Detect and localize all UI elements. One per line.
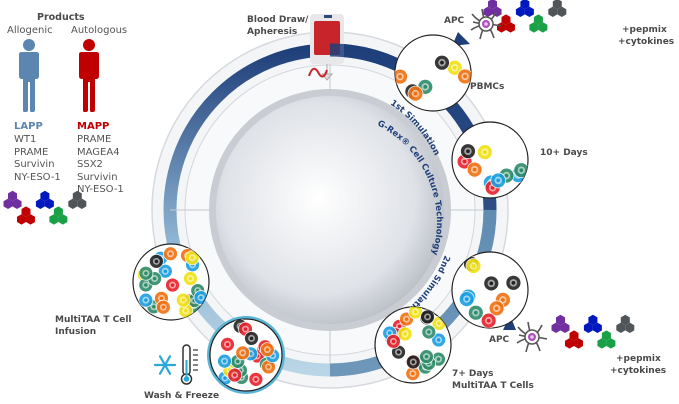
apc-label-top: APC [444,16,465,26]
infusion-label-line2: Infusion [55,327,97,337]
infusion-cluster [132,243,210,321]
multitaa-t-cells-label: MultiTAA T Cells [452,381,534,391]
peptide-hex [44,198,54,209]
peptide-hex [556,314,565,326]
apc-additives-top-1: +pepmix [622,25,667,35]
peptide-hex [17,214,26,225]
peptide-hex [26,214,35,225]
peptide-pool-icon [483,0,567,33]
peptide-hex [560,322,570,333]
antigen-item: MAGEA4 [77,146,120,158]
peptide-hex [557,6,567,17]
antigen-item: SSX2 [77,159,103,170]
products-title: Products [37,12,85,23]
apc-additives-top-2: +cytokines [618,37,675,47]
peptide-hex [483,6,493,17]
peptide-hex [72,190,82,202]
peptide-hex [606,338,616,349]
peptide-hex [53,206,63,217]
peptide-hex [8,190,17,202]
peptide-hex [583,322,593,333]
antigen-item: PRAME [77,134,112,145]
pbmcs-label: PBMCs [470,82,505,92]
peptide-hex [597,338,607,349]
peptide-hex [533,14,543,25]
antigen-item: Survivin [14,159,55,170]
peptide-hex [506,22,515,33]
seven-days-label: 7+ Days [452,369,494,379]
peptide-hex [551,322,561,333]
snowflake-icon [153,355,177,375]
antigen-item: PRAME [14,146,49,158]
second-stim-cluster [451,251,529,329]
peptide-hex [77,198,87,209]
peptide-hex [12,198,22,209]
peptide-hex [552,0,562,10]
apc-label-bottom: APC [489,335,510,345]
antigen-item: NY-ESO-1 [77,184,124,195]
blood-draw-label: Blood Draw/ Apheresis [247,15,309,37]
peptide-hex [497,22,506,33]
seven-days-cluster [374,306,452,384]
peptide-hex [574,338,583,349]
peptide-pool-icon [551,314,635,349]
peptide-hex [569,330,579,341]
peptide-hex [58,214,68,225]
antigen-item: NY-ESO-1 [14,171,61,183]
peptide-hex [488,0,497,10]
peptide-hex [620,314,630,326]
peptide-hex [625,322,635,333]
peptide-hex [3,198,13,209]
g-rex-vessel [216,96,444,324]
apc-additives-bottom-1: +pepmix [616,354,661,364]
peptide-hex [501,14,511,25]
peptide-hex [68,198,78,209]
allogenic-label: Allogenic [7,25,53,36]
peptide-hex [515,6,525,17]
apc-cell-icon [470,8,502,40]
apc-additives-bottom-2: +cytokines [610,366,667,376]
wash-freeze-label: Wash & Freeze [144,391,220,401]
peptide-hex [520,0,530,10]
antigen-item: Survivin [77,171,118,183]
mapp-name: MAPP [77,121,110,132]
peptide-hex [601,330,611,341]
peptide-hex [565,338,574,349]
autologous-person-icon [79,39,99,112]
apc-cell-icon [516,321,548,353]
antigen-item: WT1 [14,134,37,145]
peptide-hex [588,314,598,326]
peptide-hex [21,206,31,217]
peptide-hex [548,6,558,17]
ten-days-cluster [451,121,529,199]
peptide-hex [40,190,50,202]
peptide-hex [529,22,539,33]
allogenic-person-icon [19,39,39,112]
peptide-hex [616,322,626,333]
wash-freeze-cluster [207,316,285,394]
thermometer-icon [180,344,198,385]
peptide-hex [49,214,59,225]
peptide-hex [592,322,602,333]
ten-days-label: 10+ Days [540,148,588,158]
peptide-hex [35,198,45,209]
peptide-hex [524,6,534,17]
peptide-pool-icon [3,190,87,225]
pbmc-cluster [394,34,472,112]
peptide-hex [538,22,548,33]
infusion-label-line1: MultiTAA T Cell [55,315,132,325]
lapp-name: LAPP [14,121,43,132]
autologous-label: Autologous [71,25,128,36]
